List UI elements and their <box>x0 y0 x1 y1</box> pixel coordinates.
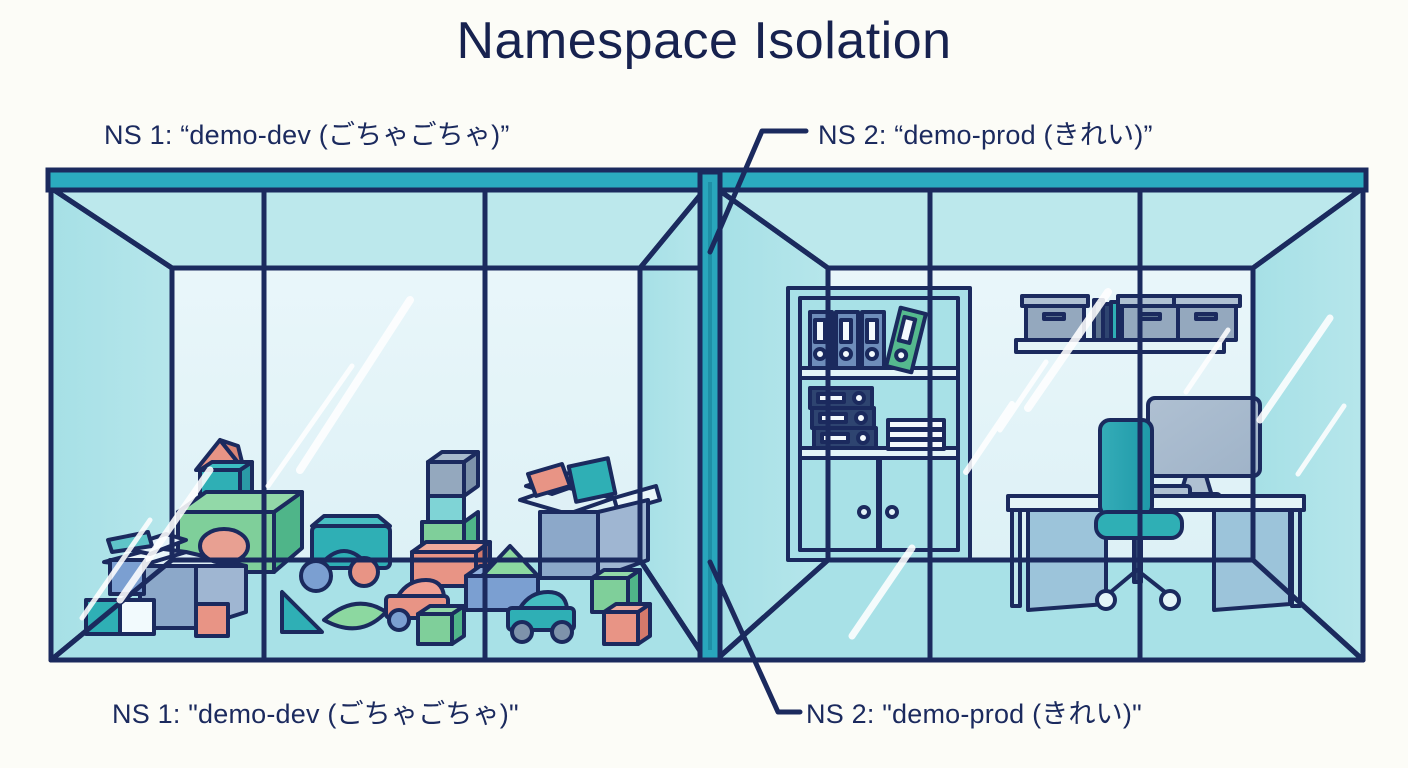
shelf-unit <box>786 286 972 562</box>
cabinet-doors <box>798 456 960 552</box>
books <box>1092 298 1120 342</box>
central-divider <box>697 169 723 663</box>
left-floor-lines <box>48 557 709 663</box>
leader-ns2-bottom <box>707 559 803 715</box>
leader-ns2-top <box>707 128 809 255</box>
green-cube-small <box>416 604 466 646</box>
label-ns1-top: NS 1: “demo-dev (ごちゃごちゃ)” <box>104 120 510 150</box>
label-ns1-bottom: NS 1: "demo-dev (ごちゃごちゃ)" <box>112 699 519 729</box>
paper-trays <box>886 418 946 451</box>
label-ns2-top: NS 2: “demo-prod (きれい)” <box>818 120 1153 150</box>
storage-drawers <box>808 386 878 450</box>
leader-lines <box>707 128 809 715</box>
monitor <box>1146 396 1262 503</box>
glass-highlights <box>79 288 1347 640</box>
oval-toy <box>198 527 250 565</box>
wall-shelf <box>1014 294 1242 354</box>
label-ns2-bottom: NS 2: "demo-prod (きれい)" <box>806 699 1142 729</box>
page-title: Namespace Isolation <box>456 12 952 70</box>
storage-boxes <box>1020 294 1242 342</box>
right-ceiling-lines <box>713 185 1366 271</box>
cubes-bottom-right <box>590 568 652 646</box>
ring-binders <box>808 310 886 370</box>
teal-toy-car <box>506 590 576 644</box>
triangle-block <box>280 590 324 634</box>
green-binder <box>884 305 928 375</box>
right-floor-lines <box>713 557 1366 663</box>
